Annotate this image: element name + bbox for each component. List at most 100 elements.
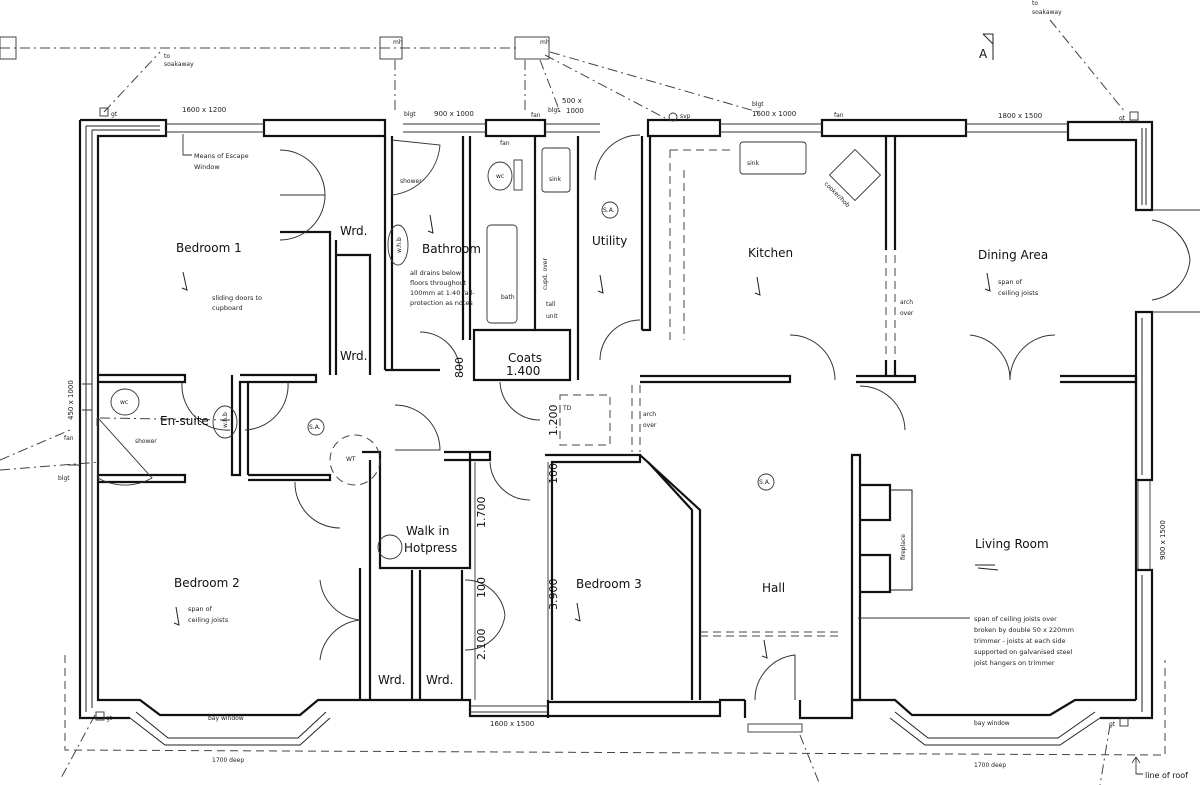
note-drains: all drains below floors throughout 100mm… (410, 269, 475, 307)
window-size-ensuite: 450 x 1000 (67, 380, 75, 420)
svg-text:A: A (979, 47, 988, 61)
room-bedroom-1: Bedroom 1 (176, 241, 242, 255)
svg-text:S.A.: S.A. (759, 479, 771, 486)
room-wardrobe: Wrd. (340, 224, 367, 238)
bay-depth-label: 1700 deep (212, 757, 244, 764)
room-hall: Hall (762, 581, 785, 595)
dimension-1200: 1.200 (547, 405, 560, 437)
note-trimmer: span of ceiling joists over broken by do… (858, 615, 1074, 667)
room-bathroom: Bathroom (422, 242, 481, 256)
tall-unit-label: tall (546, 301, 556, 308)
room-hotpress-line2: Hotpress (404, 541, 457, 555)
smoke-alarm-landing: S.A. (307, 418, 325, 436)
smoke-alarm-utility: S.A. (601, 201, 619, 219)
svg-text:ceiling joists: ceiling joists (188, 616, 229, 624)
soakaway-right: to soakaway (1032, 0, 1062, 16)
dimension-100: 100 (475, 577, 488, 598)
fan-label: fan (531, 112, 541, 119)
blgt-label: blgt (58, 475, 70, 482)
svg-text:100mm at 1:40 fall-: 100mm at 1:40 fall- (410, 289, 475, 297)
arch-label: arch (900, 299, 913, 306)
svg-text:S.A.: S.A. (603, 207, 615, 214)
svg-text:all drains below: all drains below (410, 269, 462, 277)
room-wardrobe: Wrd. (378, 673, 405, 687)
note-means-of-escape: Means of Escape Window (182, 134, 249, 171)
window-size-utility: 500 x (562, 97, 582, 105)
room-utility: Utility (592, 234, 627, 248)
svg-text:S.A.: S.A. (309, 424, 321, 431)
cupboard-over-label: cupd. over (542, 258, 549, 290)
window-size-dining: 1800 x 1500 (998, 112, 1042, 120)
section-marker: A (979, 33, 994, 61)
fireplace-label: fireplace (900, 534, 907, 560)
window-size-living: 900 x 1500 (1159, 520, 1167, 560)
fan-label: fan (500, 140, 510, 147)
window-size-utility-2: 1000 (566, 107, 584, 115)
fixtures (68, 139, 882, 733)
arch-label-2: over (900, 310, 914, 317)
svg-text:supported on galvanised steel: supported on galvanised steel (974, 648, 1072, 656)
soakaway-left: to soakaway (164, 53, 194, 68)
room-living-room: Living Room (975, 537, 1049, 551)
room-bedroom-3: Bedroom 3 (576, 577, 642, 591)
blgt-label: blgt (404, 111, 416, 118)
room-bedroom-2: Bedroom 2 (174, 576, 240, 590)
room-ensuite: En-suite (160, 414, 209, 428)
svg-text:floors throughout: floors throughout (410, 279, 467, 287)
shower-label: shower (400, 178, 422, 185)
svg-text:span of: span of (998, 278, 1023, 286)
dimension-100: 100 (547, 463, 560, 484)
svg-text:ceiling joists: ceiling joists (998, 289, 1039, 297)
internal-walls (98, 136, 1138, 702)
room-kitchen: Kitchen (748, 246, 793, 260)
bath-label: bath (501, 294, 515, 301)
bay-window-label: bay window (208, 715, 244, 722)
sink-label: sink (747, 160, 760, 167)
td-label: TD (562, 405, 572, 412)
svg-text:Window: Window (194, 163, 220, 171)
arch-label: arch (643, 411, 656, 418)
fan-label: fan (64, 435, 74, 442)
svg-text:span of ceiling joists over: span of ceiling joists over (974, 615, 1057, 623)
bay-depth-label: 1700 deep (974, 762, 1006, 769)
wc-label: wc (120, 399, 128, 406)
blgt-label: blgt (752, 101, 764, 108)
shower-label: shower (135, 438, 157, 445)
svg-text:joist hangers on trimmer: joist hangers on trimmer (973, 659, 1055, 667)
dimension-3900: 3.900 (547, 579, 560, 611)
svg-text:to: to (164, 53, 170, 60)
svg-text:sliding doors to: sliding doors to (212, 294, 262, 302)
note-line-of-roof: line of roof (1131, 756, 1188, 780)
manhole-right: mh (514, 36, 550, 60)
svg-text:gt: gt (1119, 115, 1126, 122)
svg-text:span of: span of (188, 605, 213, 613)
svg-text:gt: gt (1109, 721, 1116, 728)
line-of-roof-label: line of roof (1145, 771, 1188, 780)
wt-label: WT (346, 456, 356, 463)
svg-text:gt: gt (106, 715, 113, 722)
manhole-center: mh (379, 36, 403, 60)
manhole-left (0, 36, 17, 60)
wc-label: wc (496, 173, 504, 180)
note-sliding-doors: sliding doors to cupboard (212, 294, 262, 312)
drainage-lines (0, 19, 1166, 785)
svg-text:soakaway: soakaway (164, 61, 194, 68)
coats-dimension: 1.400 (506, 364, 540, 378)
window-size-kitchen: 1600 x 1000 (752, 110, 796, 118)
fan-label: fan (834, 112, 844, 119)
bay-window-label: bay window (974, 720, 1010, 727)
dimension-1700: 1.700 (475, 497, 488, 529)
room-dining-area: Dining Area (978, 248, 1048, 262)
svg-text:soakaway: soakaway (1032, 9, 1062, 16)
doors (181, 134, 1191, 701)
cooker-hob-label: cooker/hob (823, 180, 852, 209)
svg-text:Means of Escape: Means of Escape (194, 152, 249, 160)
arches (329, 149, 896, 637)
window-size-bedroom-3: 1600 x 1500 (490, 720, 534, 728)
dimension-2100: 2.100 (475, 629, 488, 661)
dimension-lines (474, 462, 549, 700)
svg-text:broken by double 50 x 220mm: broken by double 50 x 220mm (974, 626, 1074, 634)
svg-text:svp: svp (680, 113, 691, 120)
window-size-bedroom-1: 1600 x 1200 (182, 106, 226, 114)
arch-label-2: over (643, 422, 657, 429)
